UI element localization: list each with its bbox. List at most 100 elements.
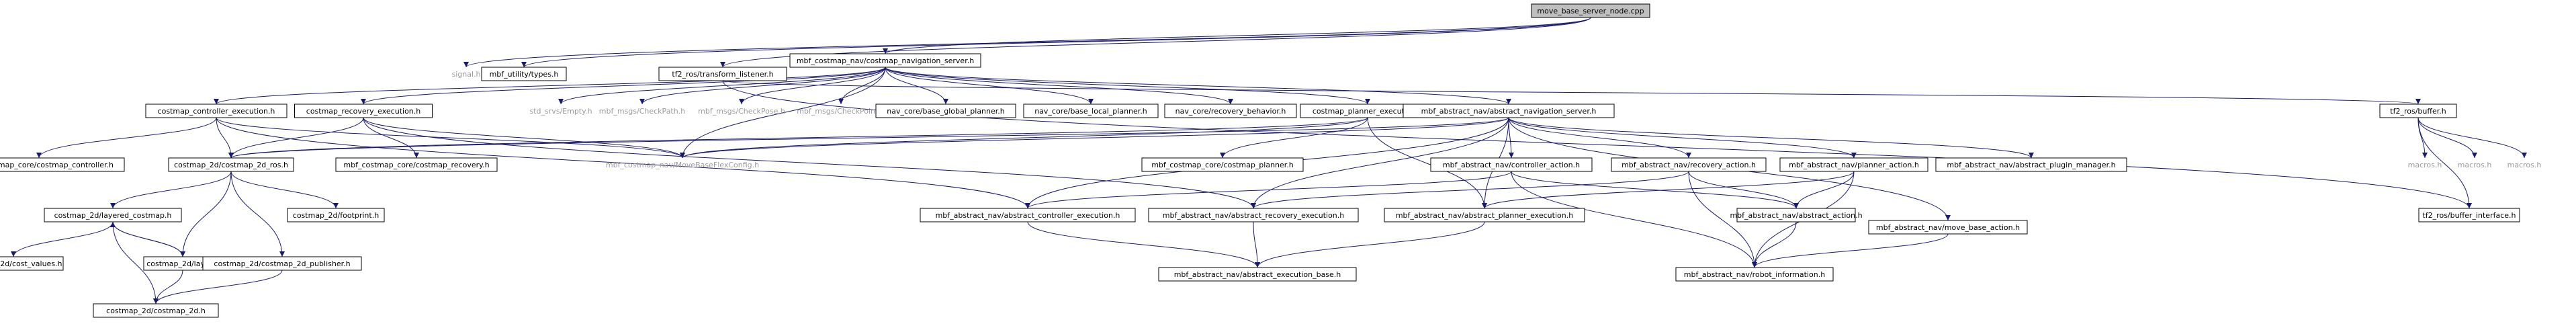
node-plan[interactable]: costmap_planner_execution.h — [1300, 104, 1435, 118]
node-box — [1935, 157, 2127, 172]
edge-ctrl-to-ace — [216, 117, 1030, 209]
node-c2d[interactable]: costmap_2d/costmap_2d.h — [93, 303, 219, 318]
edge-ans-to-apa — [1508, 117, 1857, 159]
node-label: mbf_costmap_core/costmap_planner.h — [1151, 161, 1294, 169]
node-tfbuf[interactable]: tf2_ros/buffer.h — [2379, 104, 2457, 118]
node-box — [0, 256, 64, 271]
edge-mba-to-ri — [1752, 233, 1949, 268]
node-label: costmap_recovery_execution.h — [306, 107, 420, 116]
node-label: mbf_costmap_core/costmap_controller.h — [0, 161, 114, 169]
node-aca[interactable]: mbf_abstract_nav/controller_action.h — [1430, 157, 1593, 172]
edge-root-to-signal — [463, 17, 1591, 68]
node-rec[interactable]: costmap_recovery_execution.h — [294, 104, 433, 118]
node-box — [1384, 208, 1585, 222]
edge-apa-to-aa — [1793, 171, 1855, 209]
node-box — [1868, 220, 2028, 235]
node-ctrl[interactable]: costmap_controller_execution.h — [145, 104, 287, 118]
edge-layer-to-lc — [110, 221, 183, 257]
edge-apa-to-ape — [1482, 171, 1855, 209]
node-blp[interactable]: nav_core/base_local_planner.h — [1023, 104, 1159, 118]
edge-plan-to-c2dros — [228, 117, 1368, 159]
node-label: costmap_2d/costmap_2d.h — [106, 307, 206, 315]
node-ri[interactable]: mbf_abstract_nav/robot_information.h — [1675, 267, 1834, 282]
node-box — [1675, 267, 1834, 282]
node-ccr[interactable]: mbf_costmap_core/costmap_recovery.h — [335, 157, 498, 172]
node-label: costmap_2d/footprint.h — [293, 211, 379, 220]
node-ccp[interactable]: mbf_costmap_core/costmap_planner.h — [1141, 157, 1304, 172]
edge-ara-to-ri — [1688, 171, 1757, 268]
node-box — [202, 256, 362, 271]
node-label: mbf_abstract_nav/recovery_action.h — [1622, 161, 1756, 169]
node-ara[interactable]: mbf_abstract_nav/recovery_action.h — [1611, 157, 1767, 172]
node-apm[interactable]: mbf_abstract_nav/abstract_plugin_manager… — [1935, 157, 2127, 172]
node-box — [1430, 157, 1593, 172]
node-ace[interactable]: mbf_abstract_nav/abstract_controller_exe… — [920, 208, 1136, 222]
node-apa[interactable]: mbf_abstract_nav/planner_action.h — [1779, 157, 1928, 172]
edge-ns-to-rec — [361, 67, 886, 105]
node-fp[interactable]: costmap_2d/footprint.h — [287, 208, 385, 222]
node-label: macros.h — [2458, 161, 2492, 169]
node-root[interactable]: move_base_server_node.cpp — [1531, 3, 1650, 18]
node-aeb[interactable]: mbf_abstract_nav/abstract_execution_base… — [1158, 267, 1357, 282]
node-label: move_base_server_node.cpp — [1537, 7, 1644, 15]
node-lc[interactable]: costmap_2d/layered_costmap.h — [44, 208, 182, 222]
node-bi[interactable]: tf2_ros/buffer_interface.h — [2418, 208, 2520, 222]
node-box — [1779, 157, 1928, 172]
edge-lc-to-cv — [11, 221, 114, 257]
node-utypes[interactable]: mbf_utility/types.h — [481, 67, 567, 81]
node-label: mbf_costmap_core/costmap_recovery.h — [343, 161, 489, 169]
node-label: mbf_costmap_nav/MoveBaseFlexConfig.h — [606, 161, 759, 169]
node-ccc[interactable]: mbf_costmap_core/costmap_controller.h — [0, 157, 125, 172]
node-label: macros.h — [2408, 161, 2442, 169]
edge-ctrl-to-mbfc — [216, 117, 685, 159]
node-ape[interactable]: mbf_abstract_nav/abstract_planner_execut… — [1384, 208, 1585, 222]
edge-ape-to-aeb — [1255, 221, 1485, 268]
edge-ns-to-cpath — [639, 67, 886, 105]
node-c2dros[interactable]: costmap_2d/costmap_2d_ros.h — [168, 157, 294, 172]
node-box — [789, 53, 981, 68]
node-label: std_srvs/Empty.h — [529, 107, 592, 116]
node-ans[interactable]: mbf_abstract_nav/abstract_navigation_ser… — [1403, 104, 1615, 118]
edge-are-to-aeb — [1253, 221, 1260, 268]
node-box — [658, 67, 787, 81]
edge-rec-to-ccr — [363, 117, 419, 159]
node-label: macros.h — [2507, 161, 2542, 169]
edge-tfbuf-to-m2 — [2417, 117, 2477, 159]
node-box — [875, 104, 1016, 118]
edge-ara-to-aa — [1688, 171, 1799, 209]
node-layer[interactable]: costmap_2d/layer.h — [143, 256, 222, 271]
node-cv[interactable]: costmap_2d/cost_values.h — [0, 256, 64, 271]
node-ns[interactable]: mbf_costmap_nav/costmap_navigation_serve… — [789, 53, 981, 68]
edge-aca-to-aa — [1511, 171, 1799, 209]
edges-layer — [11, 17, 2527, 304]
edge-ans-to-are — [1251, 117, 1509, 209]
node-box — [1403, 104, 1615, 118]
node-box — [2418, 208, 2520, 222]
node-bgp[interactable]: nav_core/base_global_planner.h — [875, 104, 1016, 118]
node-box — [1148, 208, 1359, 222]
node-box — [1164, 104, 1297, 118]
edge-tfl-to-tfbuf — [722, 80, 2420, 105]
node-box — [1158, 267, 1357, 282]
node-label: costmap_2d/costmap_2d_publisher.h — [214, 259, 350, 268]
edge-root-to-ns — [883, 17, 1591, 54]
edge-ns-to-ans — [885, 67, 1511, 105]
edge-ctrl-to-c2dros — [216, 117, 234, 159]
edge-plan-to-ccp — [1220, 117, 1368, 159]
node-pub[interactable]: costmap_2d/costmap_2d_publisher.h — [202, 256, 362, 271]
edge-c2dros-to-layer — [180, 171, 232, 257]
node-mba[interactable]: mbf_abstract_nav/move_base_action.h — [1868, 220, 2028, 235]
edge-pub-to-c2d — [153, 270, 283, 304]
node-are[interactable]: mbf_abstract_nav/abstract_recovery_execu… — [1148, 208, 1359, 222]
edge-tfbuf-to-m3 — [2417, 117, 2527, 159]
node-label: mbf_abstract_nav/abstract_controller_exe… — [936, 211, 1120, 220]
node-label: mbf_abstract_nav/abstract_planner_execut… — [1396, 211, 1573, 220]
node-label: mbf_costmap_nav/costmap_navigation_serve… — [797, 56, 974, 65]
node-tfl[interactable]: tf2_ros/transform_listener.h — [658, 67, 787, 81]
edge-ns-to-blp — [885, 67, 1094, 105]
edge-rec-to-are — [363, 117, 1256, 209]
node-aa[interactable]: mbf_abstract_nav/abstract_action.h — [1730, 208, 1863, 222]
node-rb[interactable]: nav_core/recovery_behavior.h — [1164, 104, 1297, 118]
node-label: tf2_ros/buffer_interface.h — [2423, 211, 2516, 220]
